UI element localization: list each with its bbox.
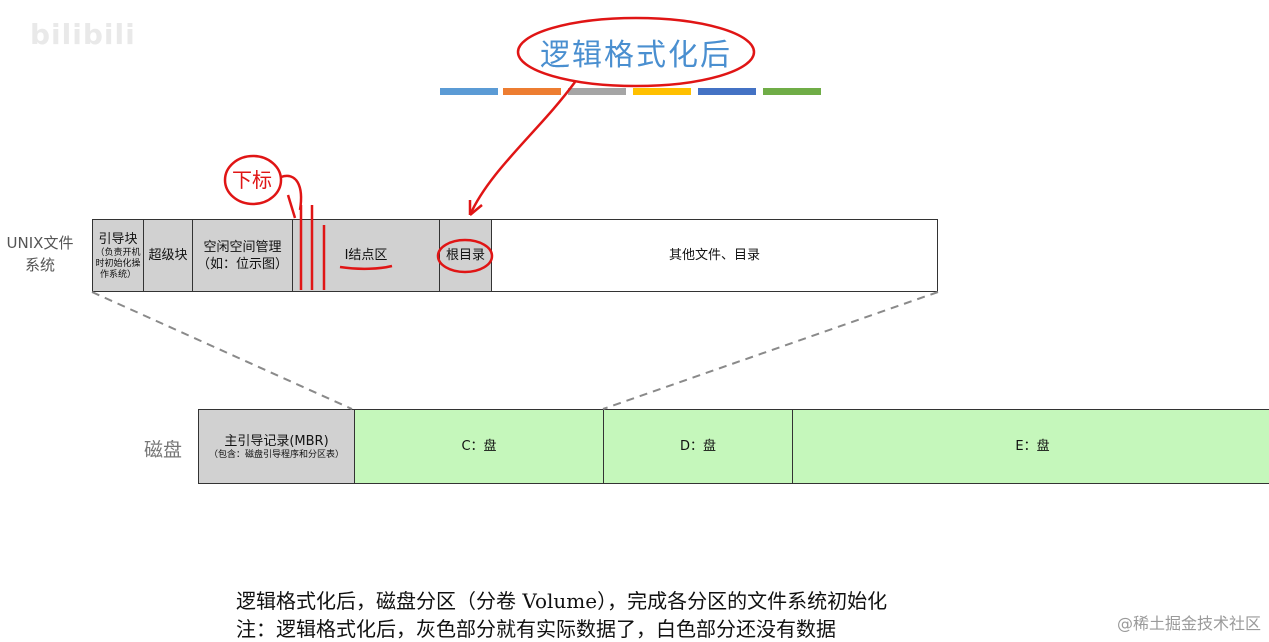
inode-block: I结点区 — [293, 220, 440, 291]
zoom-line-left — [91, 291, 353, 410]
partition-d: D：盘 — [604, 410, 793, 483]
color-bar-2 — [503, 88, 561, 95]
disk-label: 磁盘 — [144, 439, 183, 461]
inode-label: I结点区 — [344, 248, 388, 263]
subscript-handwritten-text: 下标 — [232, 168, 272, 192]
site-watermark: @稀土掘金技术社区 — [1116, 614, 1261, 633]
partition-c: C：盘 — [355, 410, 604, 483]
root-arrow-mark — [468, 81, 577, 216]
mbr-note: （包含：磁盘引导程序和分区表） — [208, 449, 344, 460]
color-bar-6 — [763, 88, 821, 95]
mbr-block: 主引导记录(MBR) （包含：磁盘引导程序和分区表） — [199, 410, 355, 483]
note-line-2: 注：逻辑格式化后，灰色部分就有实际数据了，白色部分还没有数据 — [236, 617, 836, 641]
free-space-block: 空闲空间管理 （如：位示图） — [193, 220, 293, 291]
partition-c-label: C：盘 — [461, 439, 497, 454]
mbr-label: 主引导记录(MBR) — [224, 433, 329, 449]
boot-block: 引导块 （负责开机时初始化操作系统） — [93, 220, 144, 291]
other-files-label: 其他文件、目录 — [668, 248, 760, 263]
boot-block-label: 引导块 — [98, 231, 138, 247]
subscript-arrow-mark — [280, 174, 303, 211]
note-line-1: 逻辑格式化后，磁盘分区（分卷 Volume），完成各分区的文件系统初始化 — [236, 589, 888, 613]
color-bar-3 — [568, 88, 626, 95]
color-bar-4 — [633, 88, 691, 95]
color-bar-5 — [698, 88, 756, 95]
video-logo-watermark: bilibili — [30, 18, 136, 51]
free-space-label: 空闲空间管理 — [203, 239, 282, 255]
free-space-note: （如：位示图） — [196, 256, 288, 272]
partition-e-label: E：盘 — [1015, 439, 1050, 454]
superblock: 超级块 — [144, 220, 193, 291]
color-bar-1 — [440, 88, 498, 95]
root-dir-block: 根目录 — [440, 220, 492, 291]
disk-layout-row: 主引导记录(MBR) （包含：磁盘引导程序和分区表） C：盘 D：盘 E：盘 — [198, 409, 1269, 484]
fs-layout-row: 引导块 （负责开机时初始化操作系统） 超级块 空闲空间管理 （如：位示图） I结… — [92, 219, 938, 292]
partition-e: E：盘 — [793, 410, 1269, 483]
diagram-title: 逻辑格式化后 — [540, 38, 732, 73]
partition-d-label: D：盘 — [679, 439, 716, 454]
boot-block-note: （负责开机时初始化操作系统） — [95, 247, 141, 280]
zoom-line-right — [602, 291, 939, 410]
other-files-block: 其他文件、目录 — [492, 220, 937, 291]
superblock-label: 超级块 — [148, 248, 188, 263]
subscript-circle-mark — [223, 154, 283, 206]
root-dir-label: 根目录 — [445, 248, 485, 263]
fs-label: UNIX文件系统 — [6, 234, 74, 274]
